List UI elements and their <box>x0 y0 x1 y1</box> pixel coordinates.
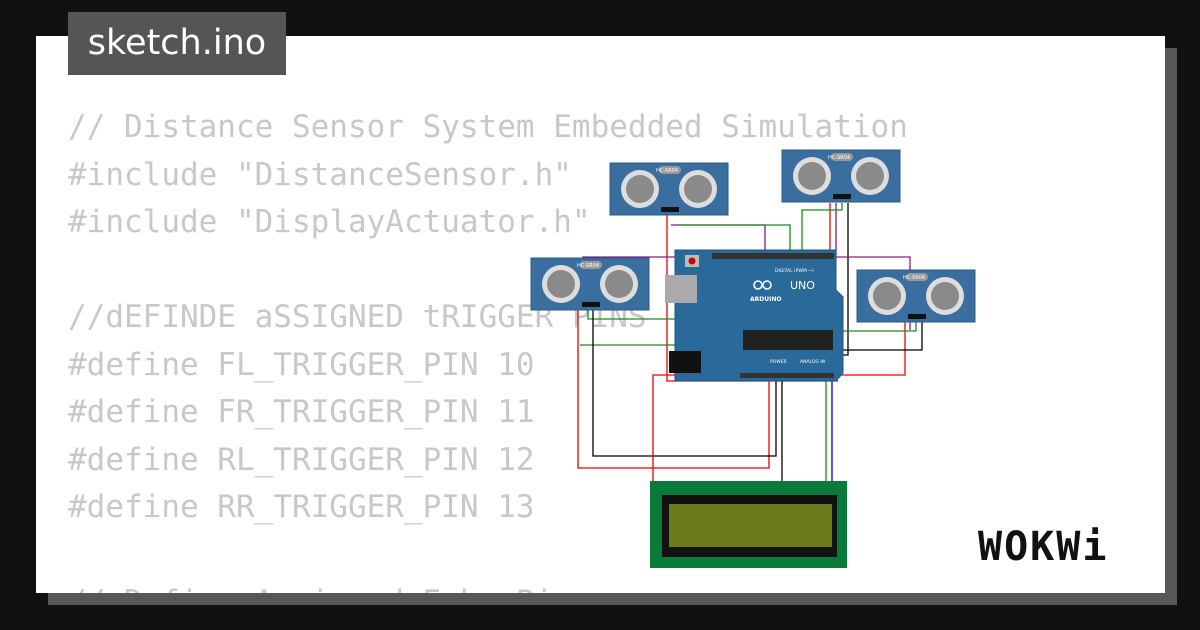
circuit-group: HC-SR04 HC-SR04 HC-SR04 HC-SR04 UNO ARDU… <box>530 149 976 568</box>
wokwi-logo: WOKWi <box>978 524 1109 570</box>
sensor-label: HC-SR04 <box>828 155 850 161</box>
code-line: //dEFINDE aSSIGNED tRIGGER PINS <box>68 299 647 335</box>
sensor-label: HC-SR04 <box>656 168 678 174</box>
board-brand: ARDUINO <box>750 296 781 303</box>
analog-label: ANALOG IN <box>800 359 825 365</box>
code-line: #include "DisplayActuator.h" <box>68 204 591 240</box>
sensor-label: HC-SR04 <box>577 263 599 269</box>
code-line: #include "DistanceSensor.h" <box>68 156 572 193</box>
code-line: // Distance Sensor System Embedded Simul… <box>68 109 908 145</box>
preview-card: // Distance Sensor System Embedded Simul… <box>36 36 1165 593</box>
code-line: #define RL_TRIGGER_PIN 12 <box>68 441 535 478</box>
code-line: #define RR_TRIGGER_PIN 13 <box>68 489 535 525</box>
code-line: #define FL_TRIGGER_PIN 10 <box>68 346 535 383</box>
power-label: POWER <box>770 359 787 365</box>
sensor-label: HC-SR04 <box>903 275 925 281</box>
code-preview: // Distance Sensor System Embedded Simul… <box>68 104 908 593</box>
code-line: // Define Assigned Echo Pins <box>68 584 591 593</box>
board-label: UNO <box>790 279 815 292</box>
file-title: sketch.ino <box>68 12 286 75</box>
code-line: #define FR_TRIGGER_PIN 11 <box>68 394 535 430</box>
board-logo-infinity <box>753 280 763 290</box>
lcd-display[interactable] <box>650 481 847 568</box>
arduino-uno-board[interactable]: UNO ARDUINO DIGITAL (PWM ~) POWER ANALOG… <box>665 249 844 382</box>
digital-label: DIGITAL (PWM ~) <box>775 268 814 274</box>
board-logo-infinity <box>762 280 772 290</box>
